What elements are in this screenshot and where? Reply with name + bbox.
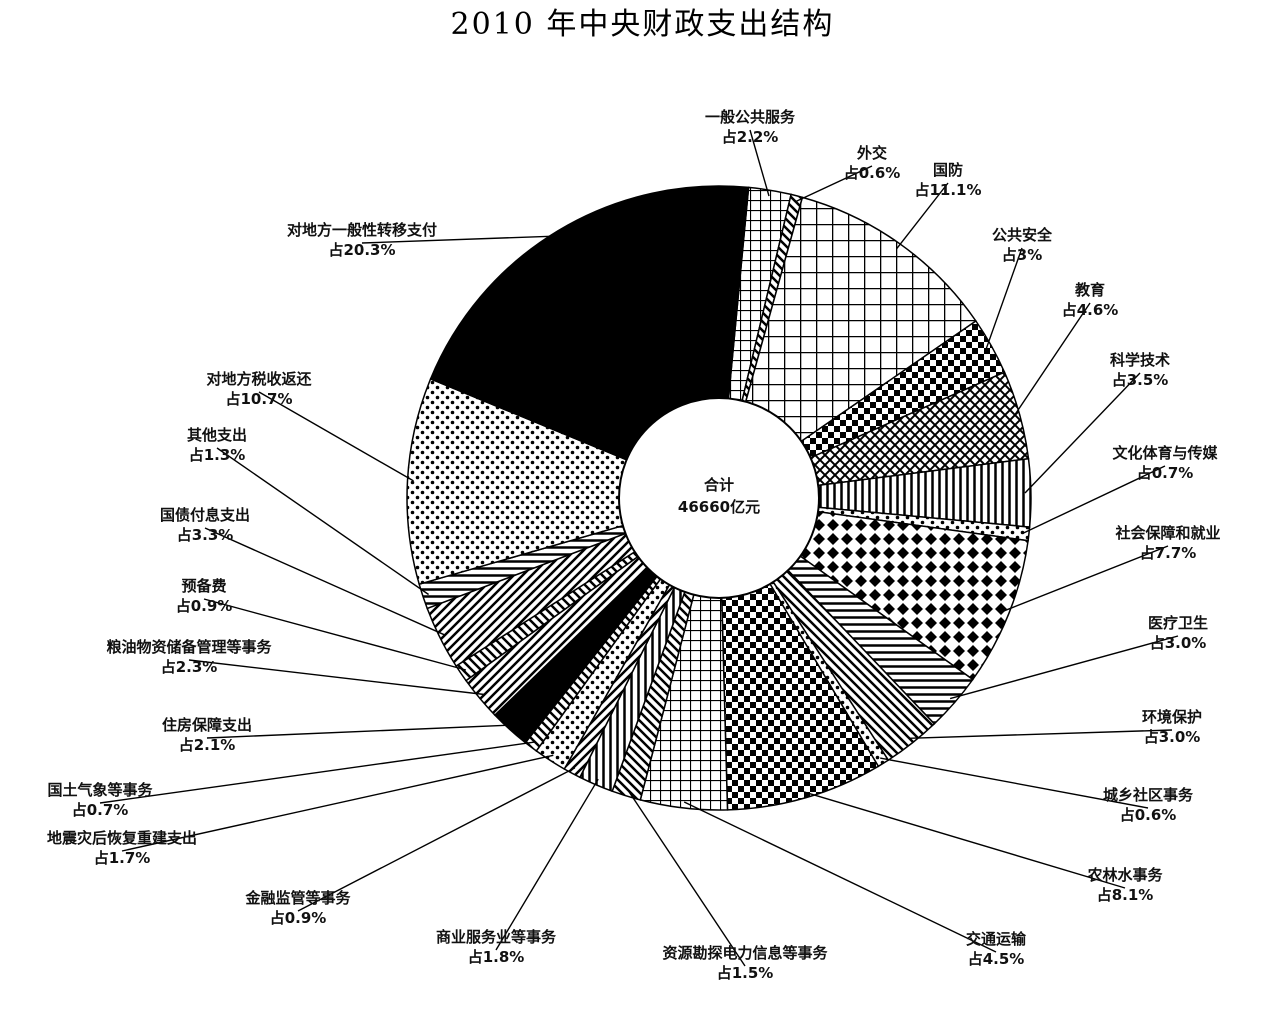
slice-label: 地震灾后恢复重建支出 xyxy=(47,829,197,847)
slice-percent: 占0.6% xyxy=(844,164,901,182)
leader-line xyxy=(908,729,1173,739)
slice-label: 金融监管等事务 xyxy=(244,889,351,907)
slice-label: 科学技术 xyxy=(1110,351,1170,369)
leader-line xyxy=(795,165,873,203)
slice-label: 粮油物资储备管理等事务 xyxy=(106,638,272,656)
slice-percent: 占2.2% xyxy=(722,128,779,146)
slice-label: 预备费 xyxy=(181,577,226,595)
leader-line xyxy=(1022,465,1166,534)
slice-label: 国债付息支出 xyxy=(160,506,250,524)
center-hole xyxy=(618,397,820,599)
slice-percent: 占4.5% xyxy=(968,950,1025,968)
slice-label: 城乡社区事务 xyxy=(1103,786,1194,804)
slice-percent: 占11.1% xyxy=(914,181,981,199)
leader-line xyxy=(880,757,1149,809)
leader-line xyxy=(1003,545,1169,612)
leader-line xyxy=(188,659,485,696)
leader-line xyxy=(216,447,429,596)
slice-label: 交通运输 xyxy=(966,930,1027,948)
leader-line xyxy=(627,789,746,967)
slice-percent: 占20.3% xyxy=(328,241,395,259)
leader-line xyxy=(361,235,562,244)
chart-title: 2010 年中央财政支出结构 xyxy=(450,7,835,42)
slice-label: 对地方税收返还 xyxy=(206,370,312,388)
slice-percent: 占1.5% xyxy=(717,964,774,982)
center-label-line1: 合计 xyxy=(703,476,734,494)
slice-label: 文化体育与传媒 xyxy=(1112,444,1218,462)
leader-line xyxy=(204,527,446,636)
slice-label: 公共安全 xyxy=(992,226,1053,244)
slice-percent: 占3.0% xyxy=(1150,634,1207,652)
leader-line xyxy=(121,754,554,852)
leader-line xyxy=(1024,372,1141,494)
slice-percent: 占0.7% xyxy=(1137,464,1194,482)
slice-percent: 占3.0% xyxy=(1144,728,1201,746)
leader-line xyxy=(297,767,576,912)
slice-percent: 占7.7% xyxy=(1140,544,1197,562)
leader-line xyxy=(99,741,535,804)
slice-label: 国土气象等事务 xyxy=(47,781,153,799)
slice-label: 环境保护 xyxy=(1142,708,1202,726)
leader-line xyxy=(495,778,599,951)
slice-label: 其他支出 xyxy=(187,426,247,444)
slice-percent: 占1.8% xyxy=(468,948,525,966)
slice-label: 医疗卫生 xyxy=(1148,614,1208,632)
slice-percent: 占3.3% xyxy=(177,526,234,544)
slice-label: 住房保障支出 xyxy=(162,716,252,734)
slice-label: 外交 xyxy=(856,144,887,162)
slice-percent: 占2.1% xyxy=(179,736,236,754)
leader-line xyxy=(749,129,770,197)
slice-percent: 占1.3% xyxy=(189,446,246,464)
slice-label: 对地方一般性转移支付 xyxy=(287,221,437,239)
leader-line xyxy=(949,635,1179,700)
slice-percent: 占0.9% xyxy=(270,909,327,927)
slice-label: 国防 xyxy=(933,161,963,179)
pie-slice xyxy=(406,377,722,586)
slice-percent: 占0.9% xyxy=(176,597,233,615)
center-label-line2: 46660亿元 xyxy=(678,498,760,516)
slice-percent: 占1.7% xyxy=(94,849,151,867)
leader-line xyxy=(683,801,997,953)
slice-label: 社会保障和就业 xyxy=(1114,524,1220,542)
slice-percent: 占0.7% xyxy=(72,801,129,819)
slice-label: 教育 xyxy=(1074,281,1105,299)
slice-label: 一般公共服务 xyxy=(705,108,796,126)
slice-label: 商业服务业等事务 xyxy=(436,928,557,946)
slice-label: 资源勘探电力信息等事务 xyxy=(662,944,828,962)
slice-percent: 占10.7% xyxy=(225,390,292,408)
slice-percent: 占4.6% xyxy=(1062,301,1119,319)
leader-line xyxy=(206,724,514,739)
slice-percent: 占0.6% xyxy=(1120,806,1177,824)
slice-percent: 占8.1% xyxy=(1097,886,1154,904)
slice-percent: 占2.3% xyxy=(161,658,218,676)
slice-percent: 占3% xyxy=(1002,246,1042,264)
slice-percent: 占3.5% xyxy=(1112,371,1169,389)
leader-line xyxy=(203,598,467,671)
leader-line xyxy=(896,182,949,250)
leader-line xyxy=(803,791,1126,889)
leader-line xyxy=(258,391,414,482)
slice-label: 农林水事务 xyxy=(1086,866,1163,884)
leader-line xyxy=(1013,302,1091,417)
leader-line xyxy=(985,247,1023,350)
